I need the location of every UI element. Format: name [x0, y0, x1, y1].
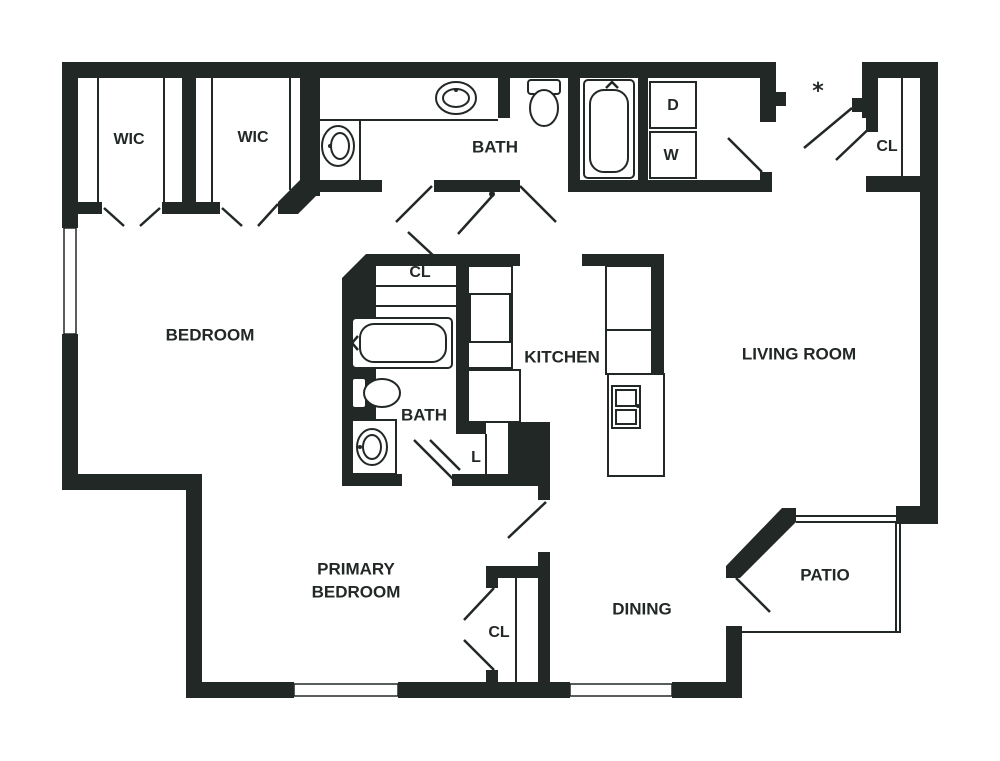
bathtub-icon: [350, 317, 453, 369]
stove-top: [469, 293, 511, 343]
dryer-label: D: [667, 97, 679, 114]
toilet-icon: [527, 79, 561, 127]
doors: [103, 107, 877, 671]
entry-marker: *: [812, 79, 824, 104]
wic-label: WIC: [237, 129, 269, 146]
kitchen-sink-icon: [611, 385, 641, 429]
bedroom-label: BEDROOM: [166, 325, 255, 344]
washer-icon: W: [649, 131, 697, 179]
closet-label: CL: [409, 264, 431, 281]
closet-label: CL: [488, 624, 510, 641]
refrigerator-icon: [467, 369, 521, 423]
fixtures: D W: [321, 79, 697, 477]
kitchen-counter: [605, 265, 653, 375]
dryer-icon: D: [649, 81, 697, 129]
sink-icon: [435, 81, 477, 115]
toilet-icon: [351, 377, 401, 409]
washer-label: W: [663, 147, 679, 164]
bathtub-icon: [583, 79, 635, 179]
closet-label: CL: [876, 138, 898, 155]
sink-icon: [351, 419, 397, 475]
primary-bedroom-label: PRIMARY: [317, 559, 395, 578]
exterior-walls: [62, 62, 938, 698]
dining-label: DINING: [612, 599, 672, 618]
bath-label: BATH: [472, 137, 518, 156]
primary-bedroom-label: BEDROOM: [312, 582, 401, 601]
linen-label: L: [471, 449, 481, 466]
patio-label: PATIO: [800, 565, 849, 584]
living-room-label: LIVING ROOM: [742, 344, 856, 363]
room-labels: WIC WIC BATH * CL BEDROOM CL KITCHEN LIV…: [113, 79, 897, 641]
kitchen-label: KITCHEN: [524, 347, 600, 366]
bath-label: BATH: [401, 405, 447, 424]
wic-label: WIC: [113, 131, 145, 148]
sink-icon: [321, 125, 355, 167]
